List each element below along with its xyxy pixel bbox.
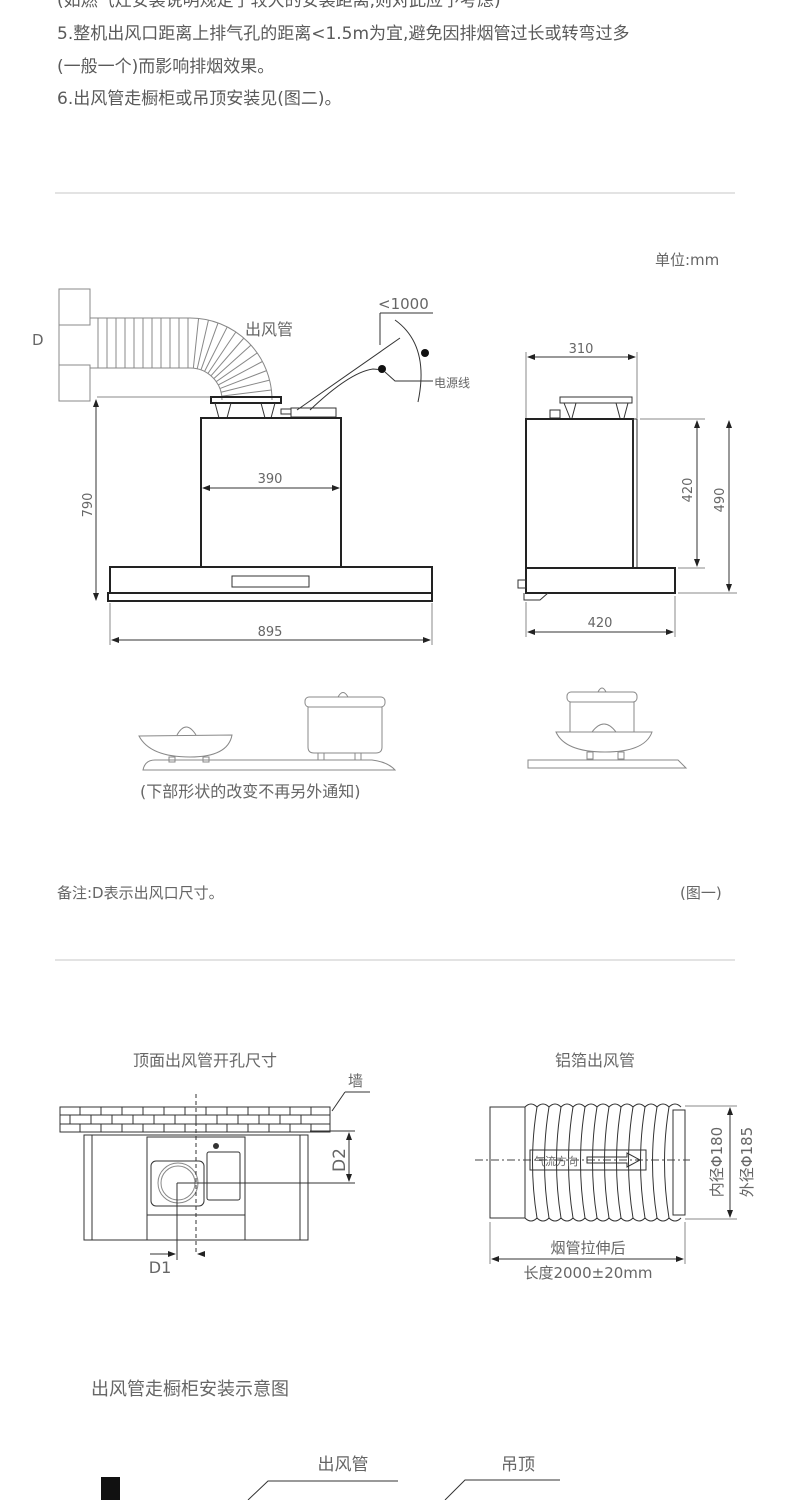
airflow-arrow-icon (586, 1152, 642, 1168)
d-label: D (32, 331, 44, 349)
motor-cap (210, 396, 282, 404)
power-cord (296, 312, 433, 411)
cord-range: <1000 (378, 295, 429, 313)
cabinet-wall (101, 1477, 120, 1500)
pot-lid (304, 696, 386, 708)
side-view: 310 420 490 420 (517, 342, 737, 637)
instruction-line-cut: (如燃气灶安装说明规定了较大的安装距离,则对此应予考虑) (57, 0, 501, 11)
cabinet-title: 出风管走橱柜安装示意图 (91, 1379, 289, 1400)
instruction-line-5: 5.整机出风口距离上排气孔的距离<1.5m为宜,避免因排烟管过长或转弯过多 (57, 24, 630, 44)
dim-420-depth: 420 (588, 616, 613, 631)
dim-490: 490 (713, 488, 728, 513)
wok-icon (138, 734, 233, 758)
duct-leader (247, 1480, 398, 1500)
hood-body (200, 417, 342, 568)
duct-title: 铝箔出风管 (555, 1051, 635, 1070)
duct-label: 出风管 (245, 320, 293, 339)
length-label: 长度2000±20mm (523, 1264, 652, 1282)
airflow-label: 气流方向 (534, 1154, 578, 1168)
wall-bricks (59, 1106, 331, 1133)
cookware-side (527, 687, 688, 769)
remark: 备注:D表示出风口尺寸。 (57, 884, 224, 902)
stove-top (142, 759, 397, 771)
hood-panel (109, 566, 433, 594)
front-view: D 出风管 790 390 895 (32, 288, 470, 645)
power-cord-label: 电源线 (434, 376, 470, 390)
top-view: 墙 D2 D1 (59, 1072, 370, 1277)
dim-790: 790 (81, 493, 96, 518)
stretched-label: 烟管拉伸后 (550, 1239, 625, 1257)
cookware-front (138, 692, 397, 771)
outer-diameter: 外径Φ185 (738, 1127, 756, 1197)
instruction-line-5-cont: (一般一个)而影响排烟效果。 (57, 57, 275, 77)
control-display (231, 575, 310, 588)
instruction-line-6: 6.出风管走橱柜或吊顶安装见(图二)。 (57, 89, 342, 109)
d1-label: D1 (149, 1258, 172, 1277)
hood-strip (107, 592, 433, 602)
exhaust-duct (90, 317, 273, 401)
aluminium-duct: 气流方向 内径Φ180 外径Φ185 烟管拉伸后 长度2000±20mm (475, 1103, 756, 1282)
pot-icon (307, 706, 383, 754)
dim-390: 390 (258, 472, 283, 487)
dim-420-height: 420 (681, 478, 696, 503)
d2-label: D2 (330, 1148, 350, 1172)
top-view-title: 顶面出风管开孔尺寸 (133, 1051, 277, 1070)
wall-block-bottom (58, 364, 91, 402)
cookware-note: (下部形状的改变不再另外通知) (140, 782, 361, 801)
cabinet-duct-label: 出风管 (318, 1455, 369, 1475)
ceiling-label: 吊顶 (501, 1455, 535, 1475)
dim-310: 310 (569, 342, 594, 357)
dim-895: 895 (258, 625, 283, 640)
inner-diameter: 内径Φ180 (708, 1127, 726, 1197)
wall-label: 墙 (348, 1072, 363, 1090)
unit-label: 单位:mm (655, 251, 719, 269)
ceiling-leader (444, 1479, 560, 1500)
wall-block-top (58, 288, 91, 326)
figure-1-label: (图一) (680, 884, 722, 902)
